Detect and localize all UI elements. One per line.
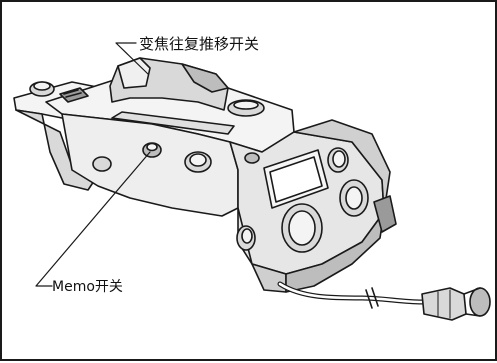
zoom-switch-callout: 变焦往复推移开关	[139, 35, 260, 53]
memo-callout-leader	[35, 151, 151, 287]
cable-connector	[421, 287, 467, 321]
zoom-callout-leader	[115, 42, 149, 75]
left-side-button	[92, 156, 112, 172]
body-right-end	[293, 119, 391, 213]
right-side-tab	[373, 195, 397, 233]
small-side-button	[244, 152, 260, 164]
memo-switch-callout: Memo开关	[52, 279, 123, 295]
